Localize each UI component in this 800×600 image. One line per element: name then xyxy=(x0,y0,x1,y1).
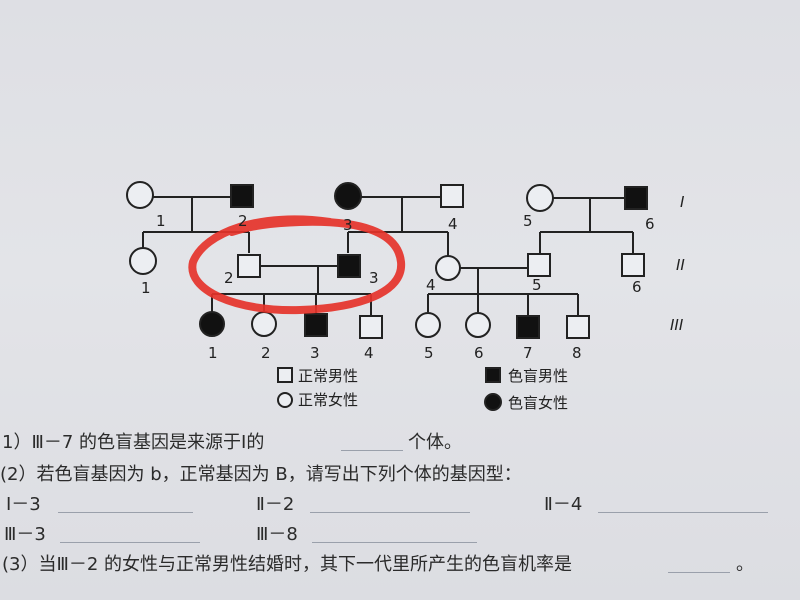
legend-normal-female-label: 正常女性 xyxy=(298,391,358,409)
label-i4: 4 xyxy=(448,215,458,233)
symbol-ii3-affected-male xyxy=(337,254,361,278)
q2-blank-iii3[interactable] xyxy=(60,542,200,543)
legend-affected-male-label: 色盲男性 xyxy=(508,367,568,385)
label-iii1: 1 xyxy=(208,344,218,362)
label-i6: 6 xyxy=(645,215,655,233)
q2-label-iii3: Ⅲ－3 xyxy=(4,524,46,545)
q2-blank-i3[interactable] xyxy=(58,512,193,513)
symbol-iii7-affected-male xyxy=(516,315,540,339)
symbol-iii1-affected-female xyxy=(199,311,225,337)
question-1-suffix: 个体。 xyxy=(408,432,462,453)
symbol-i5-normal-female xyxy=(526,184,554,212)
gen-label-iii: III xyxy=(670,316,684,334)
red-annotation-circle xyxy=(188,215,406,315)
label-ii4: 4 xyxy=(426,276,436,294)
label-ii1: 1 xyxy=(141,279,151,297)
q2-blank-ii2[interactable] xyxy=(310,512,470,513)
symbol-ii2-normal-male xyxy=(237,254,261,278)
pedigree-chart: I II III 1 2 3 4 5 6 1 2 3 4 5 6 1 2 3 4… xyxy=(126,181,685,412)
q2-blank-iii8[interactable] xyxy=(312,542,477,543)
symbol-iii5-normal-female xyxy=(415,312,441,338)
question-2-text: (2）若色盲基因为 b，正常基因为 B，请写出下列个体的基因型： xyxy=(0,464,522,485)
question-3-answer-blank[interactable] xyxy=(668,572,730,573)
symbol-i1-normal-female xyxy=(126,181,154,209)
q2-label-iii8: Ⅲ－8 xyxy=(256,524,298,545)
symbol-i2-affected-male xyxy=(230,184,254,208)
symbol-iii4-normal-male xyxy=(359,315,383,339)
symbol-ii5-normal-male xyxy=(527,253,551,277)
label-iii4: 4 xyxy=(364,344,374,362)
legend-affected-female-label: 色盲女性 xyxy=(508,394,568,412)
symbol-iii2-normal-female xyxy=(251,311,277,337)
q2-label-i3: Ⅰ－3 xyxy=(6,494,41,515)
label-i3: 3 xyxy=(343,216,353,234)
q2-label-ii4: Ⅱ－4 xyxy=(544,494,583,515)
gen-label-i: I xyxy=(680,193,685,211)
label-i2: 2 xyxy=(238,212,248,230)
symbol-iii8-normal-male xyxy=(566,315,590,339)
q2-label-ii2: Ⅱ－2 xyxy=(256,494,295,515)
label-iii7: 7 xyxy=(523,344,533,362)
label-iii5: 5 xyxy=(424,344,434,362)
gen-label-ii: II xyxy=(676,256,685,274)
symbol-i6-affected-male xyxy=(624,186,648,210)
question-3-end: 。 xyxy=(736,554,754,575)
legend-normal-male-label: 正常男性 xyxy=(298,367,358,385)
legend-affected-female-symbol xyxy=(484,393,502,411)
question-1-prefix: 1）Ⅲ－7 的色盲基因是来源于Ⅰ的 xyxy=(2,432,265,453)
question-1-answer-blank[interactable] xyxy=(341,450,403,451)
legend-affected-male-symbol xyxy=(485,367,501,383)
legend-normal-male-symbol xyxy=(277,367,293,383)
legend-normal-female-symbol xyxy=(277,392,293,408)
label-iii3: 3 xyxy=(310,344,320,362)
label-ii3: 3 xyxy=(369,269,379,287)
label-iii2: 2 xyxy=(261,344,271,362)
symbol-ii4-normal-female xyxy=(435,255,461,281)
label-ii2: 2 xyxy=(224,269,234,287)
question-3-text: (3）当Ⅲ－2 的女性与正常男性结婚时，其下一代里所产生的色盲机率是 xyxy=(2,554,573,575)
symbol-i3-affected-female xyxy=(334,182,362,210)
label-i5: 5 xyxy=(523,212,533,230)
symbol-ii1-normal-female xyxy=(129,247,157,275)
label-ii6: 6 xyxy=(632,278,642,296)
label-iii6: 6 xyxy=(474,344,484,362)
q2-blank-ii4[interactable] xyxy=(598,512,768,513)
label-i1: 1 xyxy=(156,212,166,230)
symbol-i4-normal-male xyxy=(440,184,464,208)
label-iii8: 8 xyxy=(572,344,582,362)
label-ii5: 5 xyxy=(532,276,542,294)
symbol-iii6-normal-female xyxy=(465,312,491,338)
symbol-iii3-affected-male xyxy=(304,313,328,337)
symbol-ii6-normal-male xyxy=(621,253,645,277)
